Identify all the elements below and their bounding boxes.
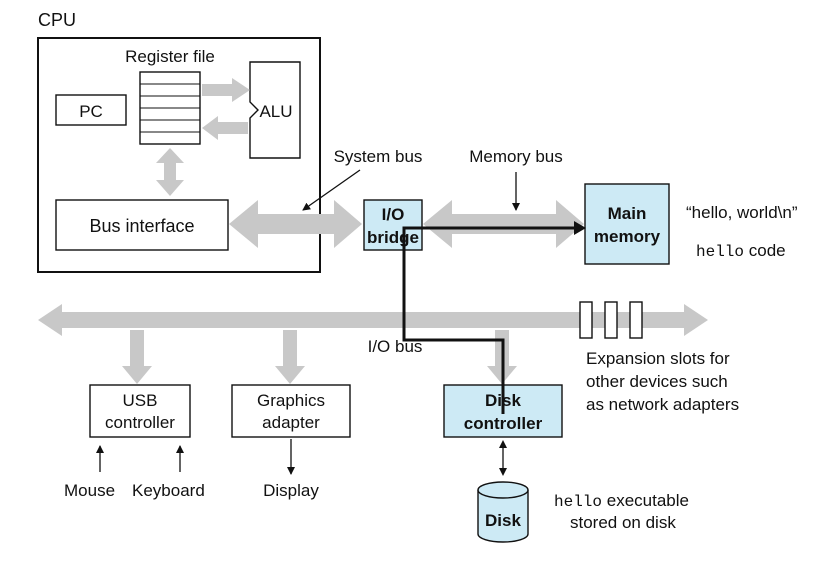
disk-link-up-head [499,440,507,448]
hello-world-string: “hello, world\n” [686,203,798,222]
cpu-box [37,37,321,273]
io-bus-label: I/O bus [368,337,423,356]
hello-executable-label: hello executable [554,491,689,511]
register-file-label: Register file [125,47,215,66]
hello-code-mono: hello [696,243,744,261]
usb-controller-label-line2: controller [105,413,175,432]
hello-executable-rest: executable [602,491,689,510]
graphics-adapter-label-line1: Graphics [257,391,325,410]
disk-cylinder [477,481,529,543]
alu-to-regfile-arrow [202,116,248,140]
stored-on-disk-label: stored on disk [570,513,676,532]
usb-controller-box [89,384,191,438]
pc-box [55,94,127,126]
pc-label: PC [79,102,103,121]
main-memory-label-line1: Main [608,204,647,223]
io-bridge-box [363,199,423,251]
memory-bus-arrow [423,200,584,248]
usb-controller-label-line1: USB [123,391,158,410]
cpu-label: CPU [38,10,76,30]
expansion-slots [579,301,643,339]
io-bus-arrow [38,304,708,336]
disk-to-memory-arrowhead [574,221,586,235]
system-bus-arrow [229,200,362,248]
hello-code-rest: code [744,241,786,260]
graphics-adapter-box [231,384,351,438]
regfile-to-alu-arrow [202,78,250,102]
expansion-label-line1: Expansion slots for [586,349,730,368]
io-bridge-label-line2: bridge [367,228,419,247]
main-memory-label-line2: memory [594,227,661,246]
graphics-adapter-label-line2: adapter [262,413,320,432]
usb-bus-arrow [122,330,152,384]
system-bus-pointer [302,169,361,211]
expansion-label-line2: other devices such [586,372,728,391]
expansion-label-line3: as network adapters [586,395,739,414]
bus-interface-label: Bus interface [89,216,194,236]
disk-label: Disk [485,511,521,530]
hello-code-label: hello code [696,241,786,261]
display-label: Display [263,481,319,500]
bus-interface-box [55,199,229,251]
disk-link-down-head [499,468,507,476]
disk-to-memory-path [402,226,576,414]
keyboard-label: Keyboard [132,481,205,500]
alu-box [249,61,301,159]
alu-label: ALU [259,102,292,121]
hello-executable-mono: hello [554,493,602,511]
memory-bus-label: Memory bus [469,147,563,166]
disk-controller-label-line2: controller [464,414,543,433]
regfile-bus-interface-arrow [156,148,184,196]
main-memory-box [584,183,670,265]
mouse-label: Mouse [64,481,115,500]
io-bridge-label-line1: I/O [382,205,405,224]
system-bus-label: System bus [334,147,423,166]
register-file [139,71,201,145]
graphics-bus-arrow [275,330,305,384]
